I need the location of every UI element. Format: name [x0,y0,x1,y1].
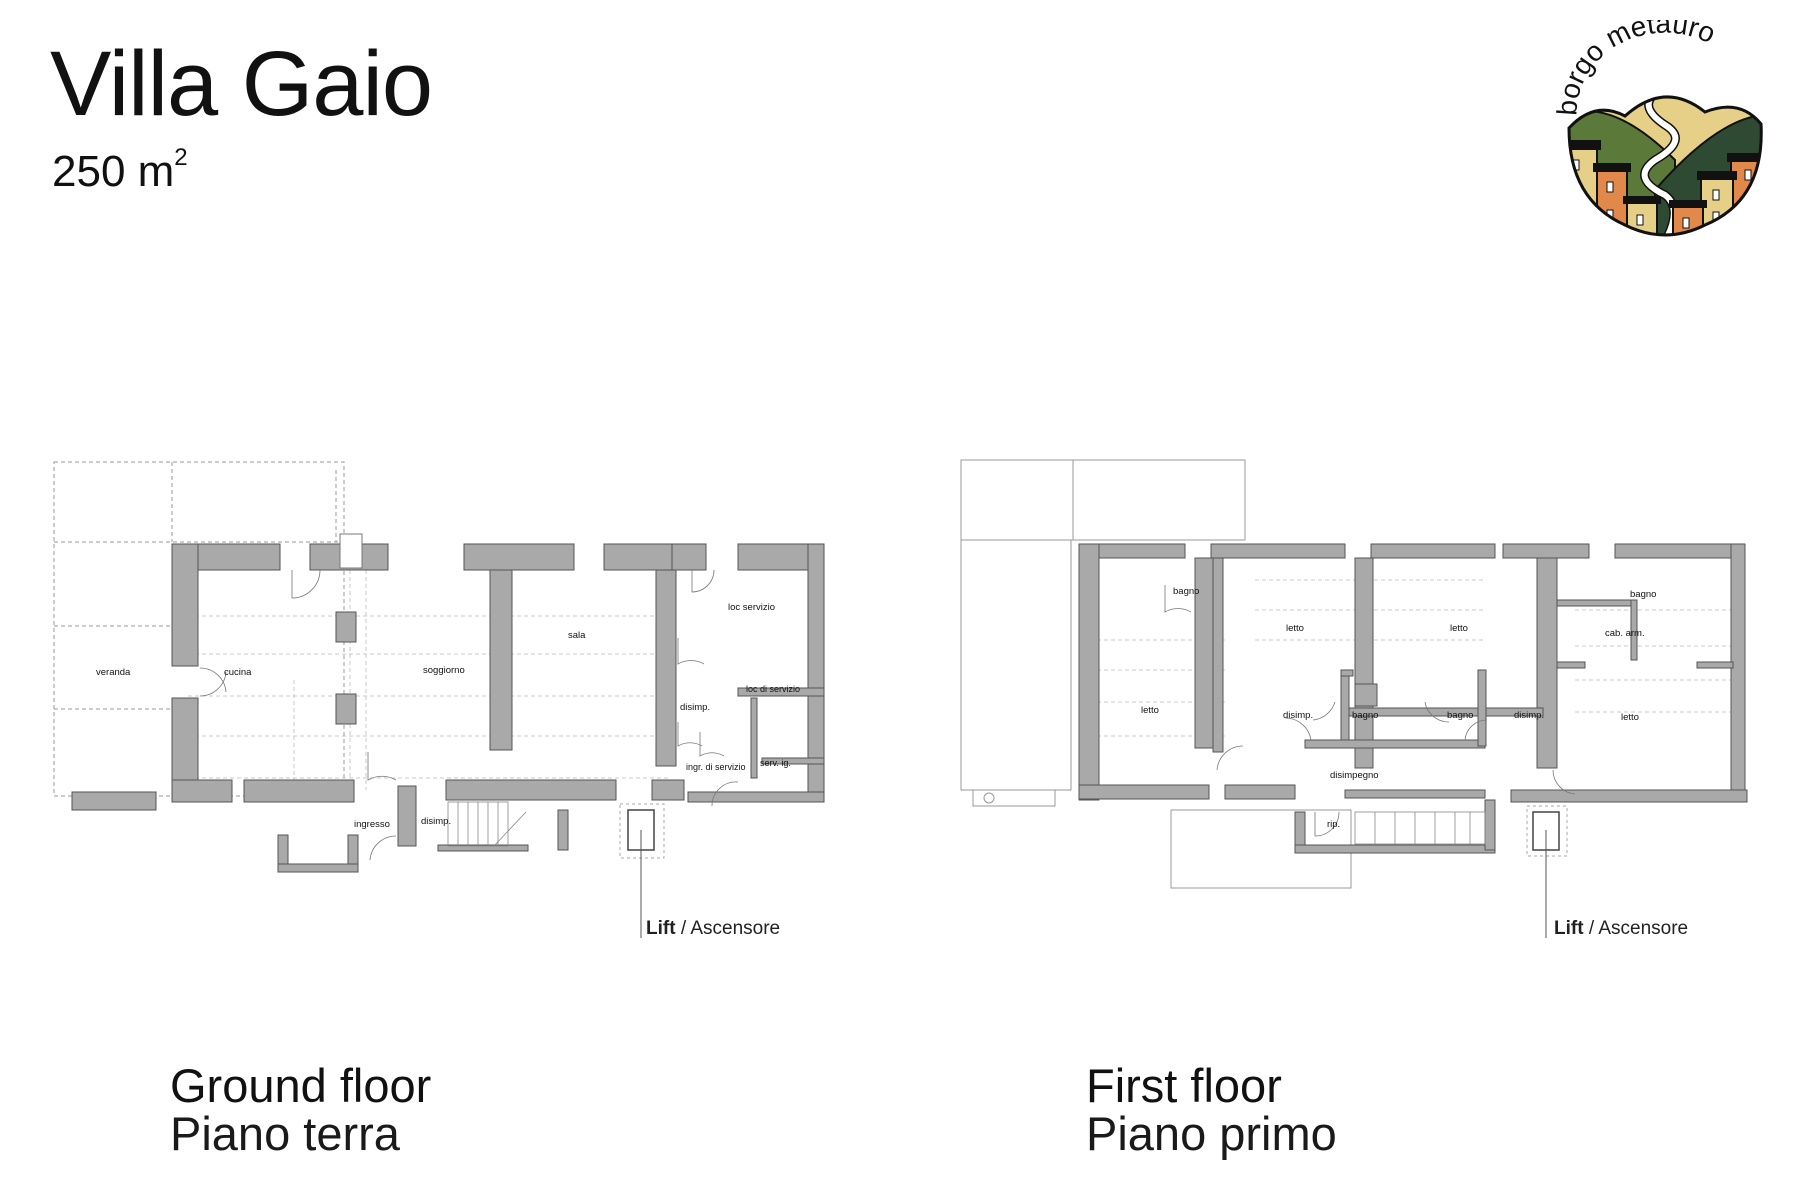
room-bagno-3: bagno [1352,710,1378,721]
room-letto-4: letto [1621,712,1639,723]
room-cab-arm: cab. arm. [1605,628,1645,639]
ground-floor-label-en: Ground floor [170,1059,432,1112]
first-floor-label-it: Piano primo [1086,1106,1337,1160]
room-disimp-1: disimp. [1283,710,1313,721]
ground-walls [71,533,825,873]
lift-label-en: Lift [646,918,676,939]
room-soggiorno: soggiorno [423,665,465,676]
room-serv-ig: serv. ig. [760,758,791,768]
lift-label-it: Ascensore [1598,918,1689,939]
lift-separator: / [1583,918,1599,939]
room-loc-di-servizio: loc di servizio [746,684,800,694]
room-disimp-service: disimp. [680,702,710,713]
logo-icon: borgo metauro [1551,8,1763,237]
beam-lines [188,570,668,790]
ground-lift-label: Lift / Ascensore [646,918,780,940]
room-ingresso: ingresso [354,819,390,830]
room-rip: rip. [1327,819,1340,830]
room-veranda: veranda [96,667,131,678]
door-swings [199,569,739,861]
room-bagno-4: bagno [1447,710,1473,721]
first-floor-drawing: bagno letto letto letto bagno cab. arm. … [960,459,1748,938]
first-lift-label: Lift / Ascensore [1554,918,1688,940]
first-floor-plan: bagno letto letto letto bagno cab. arm. … [955,440,1775,938]
room-sala: sala [568,630,586,641]
first-floor-label-en: First floor [1086,1059,1282,1112]
property-area: 250 m2 [52,146,188,196]
area-unit-superscript: 2 [174,144,188,171]
terrace-outline [960,459,1352,889]
staircase [1354,811,1486,845]
area-value: 250 m [52,147,175,196]
lift-label-it: Ascensore [690,918,781,939]
ground-floor-drawing: veranda cucina soggiorno sala loc serviz… [53,461,825,938]
room-disimp-2: disimp. [1514,710,1544,721]
room-letto-3: letto [1450,623,1468,634]
room-ingr-di-servizio: ingr. di servizio [686,762,746,772]
logo-text: borgo metauro [1555,20,1720,116]
room-disimpegno: disimpegno [1330,770,1379,781]
lift-separator: / [675,918,691,939]
room-loc-servizio: loc servizio [728,602,775,613]
veranda-pergola-outline [53,461,345,797]
ground-floor-caption: Ground floor Piano terra [170,1062,431,1158]
ground-floor-label-it: Piano terra [170,1106,400,1160]
lift-label-en: Lift [1554,918,1584,939]
room-letto-2: letto [1286,623,1304,634]
room-bagno-1: bagno [1173,586,1199,597]
ground-floor-plan: veranda cucina soggiorno sala loc serviz… [48,440,848,938]
ground-room-labels: veranda cucina soggiorno sala loc serviz… [96,602,800,830]
room-letto-1: letto [1141,705,1159,716]
room-bagno-2: bagno [1630,589,1656,600]
staircase [447,801,527,847]
first-lift-shaft [1526,805,1568,938]
ground-lift-shaft [619,803,665,938]
first-room-labels: bagno letto letto letto bagno cab. arm. … [1141,586,1656,830]
room-disimp-entry: disimp. [421,816,451,827]
door-swings [1164,585,1576,837]
property-title: Villa Gaio [50,33,433,135]
first-walls [1078,543,1748,854]
borgo-metauro-logo: borgo metauro [1551,8,1775,245]
room-cucina: cucina [224,667,252,678]
first-floor-caption: First floor Piano primo [1086,1062,1337,1158]
